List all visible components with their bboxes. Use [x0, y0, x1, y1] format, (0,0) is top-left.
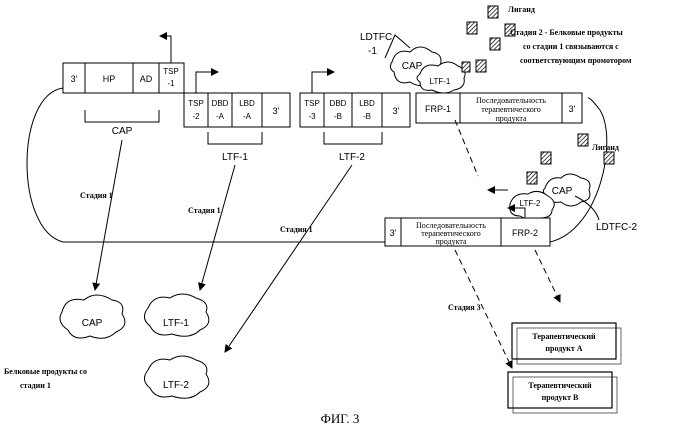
ligand-label-right: Лиганд	[592, 143, 619, 152]
promoter-arrow-tsp3	[312, 72, 334, 93]
svg-text:CAP: CAP	[552, 186, 573, 197]
stage2-line1: Стадия 2 - Белковые продукты	[510, 28, 624, 37]
svg-text:LDTFC-2: LDTFC-2	[596, 222, 638, 233]
svg-text:-1: -1	[368, 46, 377, 57]
svg-text:продукт A: продукт A	[545, 344, 582, 353]
stage1-arrow-cap	[95, 140, 122, 290]
product-cap-cloud	[60, 295, 125, 338]
vector-bottom: 3' Последовательность терапевтического п…	[385, 208, 550, 246]
svg-text:-B: -B	[363, 112, 371, 121]
product-ltf2-cloud	[144, 356, 208, 398]
therapeutic-product-a-box	[512, 323, 616, 359]
svg-text:продукт B: продукт B	[542, 393, 579, 402]
products-caption-line2: стадии 1	[20, 381, 51, 390]
vector-top: 3' HP AD TSP -1 TSP -2 DBD -A LBD -A 3' …	[63, 36, 582, 127]
svg-text:продукта: продукта	[435, 237, 466, 246]
svg-text:-2: -2	[192, 112, 200, 121]
svg-text:LTF-1: LTF-1	[430, 77, 451, 86]
stage3-label: Стадия 3	[448, 303, 481, 312]
svg-text:-3: -3	[308, 112, 316, 121]
svg-text:продукта: продукта	[495, 114, 526, 123]
frp2-box: FRP-2	[512, 228, 538, 238]
ltf1-group-label: LTF-1	[222, 152, 248, 163]
svg-text:-B: -B	[334, 112, 342, 121]
svg-text:LDTFC: LDTFC	[360, 32, 392, 43]
svg-text:-A: -A	[243, 112, 252, 121]
stage3-arrow-a	[535, 250, 560, 302]
svg-text:TSP: TSP	[304, 99, 320, 108]
ad-box: AD	[140, 74, 153, 84]
tsp1-line2: -1	[167, 79, 175, 88]
figure-caption: ФИГ. 3	[321, 411, 360, 426]
stage2-line3: соответствующим промотором	[520, 56, 632, 65]
svg-text:Терапевтический: Терапевтический	[532, 332, 596, 341]
product-ltf1-cloud	[144, 294, 208, 336]
promoter-arrow-tsp1	[160, 36, 171, 63]
svg-text:DBD: DBD	[330, 99, 347, 108]
cap-group-label: CAP	[112, 126, 133, 137]
promoter-arrow-tsp2	[196, 72, 218, 93]
svg-text:Терапевтический: Терапевтический	[528, 381, 592, 390]
three-prime-left: 3'	[71, 74, 78, 84]
ltf1-bracket	[208, 132, 262, 144]
svg-text:DBD: DBD	[212, 99, 229, 108]
stage1-label-a: Стадия 1	[80, 191, 113, 200]
svg-text:LTF-2: LTF-2	[520, 199, 541, 208]
svg-text:3': 3'	[393, 106, 400, 116]
ltf2-group-label: LTF-2	[339, 152, 365, 163]
svg-text:TSP: TSP	[188, 99, 204, 108]
stage1-arrow-ltf1	[200, 165, 235, 290]
cap-bracket	[85, 110, 159, 122]
stage2-line2: со стадии 1 связываются с	[523, 42, 619, 51]
tsp1-line1: TSP	[163, 67, 179, 76]
dash-ltfc1-to-frp2	[455, 120, 478, 176]
products-caption-line1: Белковые продукты со	[4, 367, 87, 376]
product-ltf2-label: LTF-2	[163, 380, 189, 391]
stage1-label-b: Стадия 1	[188, 206, 221, 215]
svg-text:-A: -A	[216, 112, 225, 121]
therapeutic-product-b-box	[508, 372, 612, 408]
frp1-box: FRP-1	[425, 104, 451, 114]
product-cap-label: CAP	[82, 318, 103, 329]
stage1-label-c: Стадия 1	[280, 225, 313, 234]
product-ltf1-label: LTF-1	[163, 318, 189, 329]
ligand-label-top: Лиганд	[508, 5, 535, 14]
ltf2-bracket	[324, 132, 382, 144]
svg-text:3': 3'	[390, 228, 397, 238]
svg-text:LBD: LBD	[359, 99, 375, 108]
svg-text:3': 3'	[273, 106, 280, 116]
hp-box: HP	[103, 74, 116, 84]
svg-text:LBD: LBD	[239, 99, 255, 108]
stage1-arrow-ltf2	[225, 165, 352, 352]
svg-text:CAP: CAP	[402, 61, 423, 72]
svg-text:терапевтического: терапевтического	[481, 105, 541, 114]
svg-text:3': 3'	[569, 104, 576, 114]
ldtfc1-complex: LDTFC -1 CAP LTF-1	[360, 32, 470, 93]
ligand-group-top	[467, 6, 515, 72]
svg-text:Последовательность: Последовательность	[476, 96, 546, 105]
